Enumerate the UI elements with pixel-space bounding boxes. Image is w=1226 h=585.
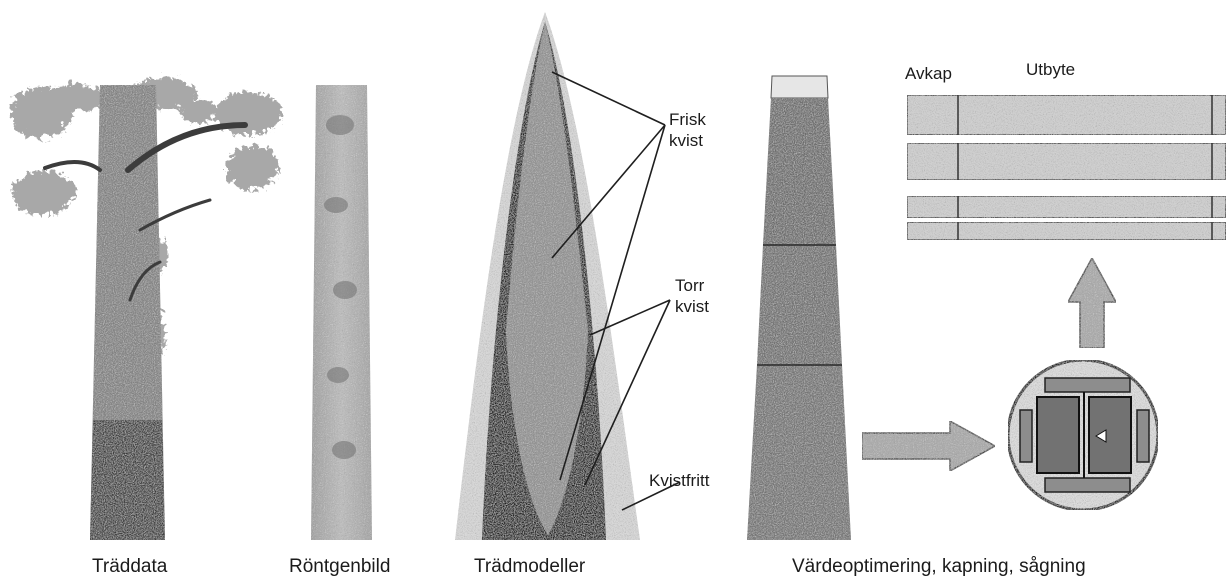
board-3: [907, 196, 1226, 218]
side-board-top: [1045, 378, 1130, 392]
label-knot-free: Kvistfritt: [649, 470, 709, 491]
caption-tree-models: Trädmodeller: [474, 556, 585, 578]
log-section-2: [757, 245, 842, 365]
caption-optimization: Värdeoptimering, kapning, sågning: [792, 556, 1086, 578]
log-section-3: [747, 365, 851, 540]
label-dry-knot: Torr kvist: [675, 275, 709, 317]
board-4: [907, 222, 1226, 240]
tree-model: [455, 12, 680, 540]
header-yield: Utbyte: [1026, 60, 1075, 80]
center-block-right: [1089, 397, 1131, 473]
center-block-left: [1037, 397, 1079, 473]
label-fresh-knot: Frisk kvist: [669, 109, 706, 151]
label-dry-knot-line-1: Torr: [675, 275, 709, 296]
arrow-up: [1068, 258, 1116, 348]
caption-tree-data: Träddata: [92, 556, 167, 578]
board-1: [907, 95, 1226, 135]
side-board-right: [1137, 410, 1149, 462]
log-top-cap: [771, 76, 828, 98]
label-dry-knot-line-2: kvist: [675, 296, 709, 317]
bucked-log: [747, 76, 851, 540]
log-section-1: [763, 98, 836, 245]
caption-xray: Röntgenbild: [289, 556, 390, 578]
tree-photo: [8, 74, 279, 540]
label-fresh-knot-line-2: kvist: [669, 130, 706, 151]
board-2: [907, 143, 1226, 180]
label-fresh-knot-line-1: Frisk: [669, 109, 706, 130]
board-yield: [907, 95, 1226, 240]
side-board-bottom: [1045, 478, 1130, 492]
side-board-left: [1020, 410, 1032, 462]
header-trim: Avkap: [905, 64, 952, 84]
sawing-pattern: [1008, 360, 1158, 510]
xray-image: [311, 85, 372, 540]
arrow-right: [862, 421, 995, 471]
xray-log: [311, 85, 372, 540]
tree-trunk-bark-lower: [90, 420, 165, 540]
